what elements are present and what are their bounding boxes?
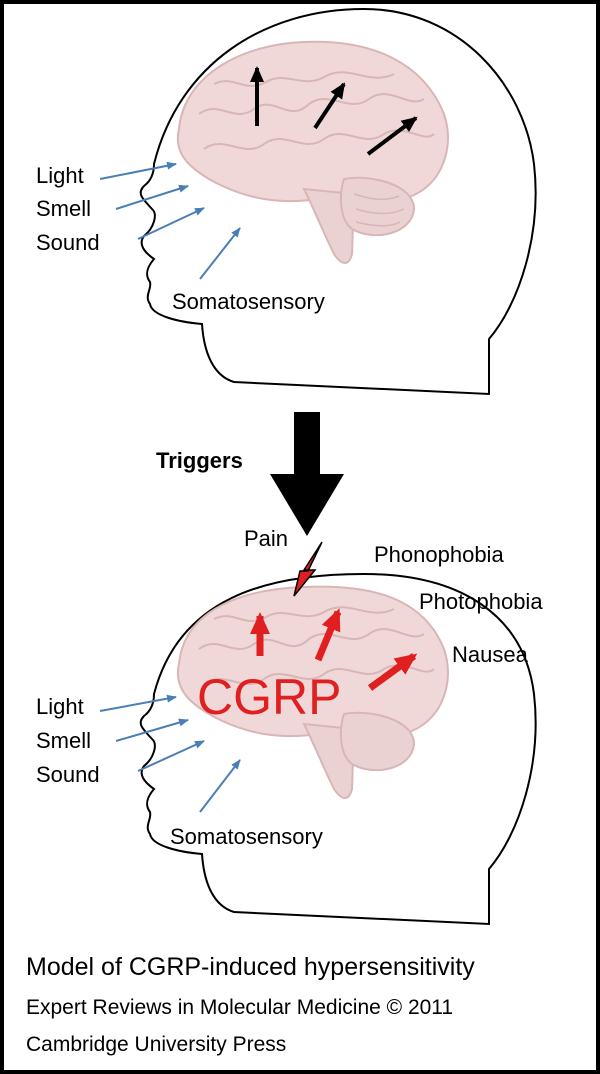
- cgrp-label: CGRP: [197, 669, 342, 725]
- diagram-art: [99, 7, 537, 926]
- caption-source-line2: Cambridge University Press: [26, 1033, 287, 1056]
- top-head: [99, 7, 537, 396]
- top-input-label-smell: Smell: [36, 196, 92, 221]
- top-input-arrows: [99, 161, 241, 280]
- top-brain-activity-arrows: [250, 66, 418, 156]
- brain: [176, 585, 449, 799]
- bottom-somatosensory-label: Somatosensory: [170, 824, 323, 849]
- pain-label: Pain: [244, 526, 289, 551]
- caption-source-line1: Expert Reviews in Molecular Medicine © 2…: [26, 996, 454, 1019]
- caption-title: Model of CGRP-induced hypersensitivity: [26, 953, 475, 981]
- top-input-label-sound: Sound: [36, 230, 100, 255]
- bottom-brain-activity-arrows: [250, 608, 418, 691]
- head-outline: [139, 572, 537, 926]
- trigger-arrow: [270, 412, 344, 536]
- brain: [176, 40, 449, 264]
- pain-lightning-icon: [293, 541, 323, 597]
- bottom-input-label-smell: Smell: [36, 728, 92, 753]
- bottom-input-label-light: Light: [36, 694, 84, 719]
- output-label-nausea: Nausea: [452, 642, 528, 667]
- top-input-label-light: Light: [36, 163, 84, 188]
- output-label-phonophobia: Phonophobia: [374, 542, 504, 567]
- triggers-label: Triggers: [156, 448, 243, 473]
- bottom-input-label-sound: Sound: [36, 762, 100, 787]
- bottom-input-arrows: [99, 694, 241, 813]
- head-outline: [139, 7, 537, 396]
- output-label-photophobia: Photophobia: [419, 589, 543, 614]
- top-somatosensory-label: Somatosensory: [172, 289, 325, 314]
- bottom-head: [99, 572, 537, 926]
- figure-frame: Light Smell Sound Somatosensory Triggers…: [4, 4, 596, 1070]
